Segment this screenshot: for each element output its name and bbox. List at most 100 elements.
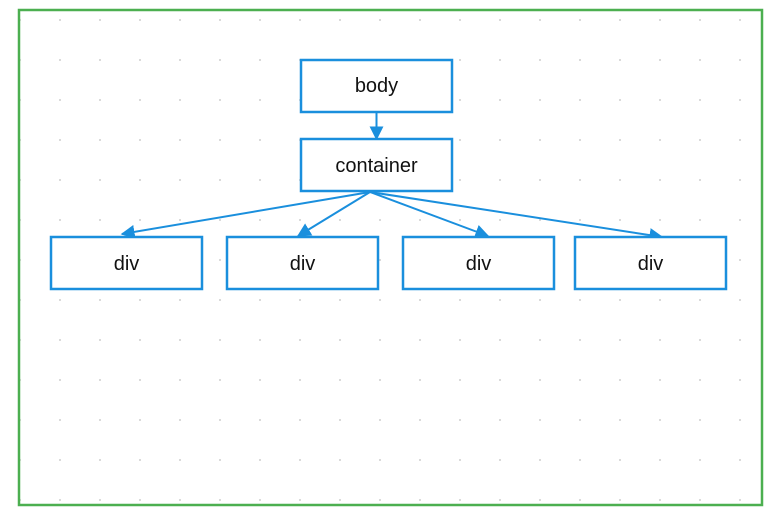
grid-dot — [339, 499, 341, 501]
grid-dot — [579, 299, 581, 301]
grid-dot — [659, 59, 661, 61]
grid-dot — [179, 339, 181, 341]
grid-dot — [219, 59, 221, 61]
grid-dot — [459, 299, 461, 301]
grid-dot — [699, 179, 701, 181]
grid-dot — [99, 459, 101, 461]
grid-dot — [699, 19, 701, 21]
grid-dot — [539, 19, 541, 21]
grid-dot — [179, 299, 181, 301]
grid-dot — [699, 219, 701, 221]
grid-dot — [459, 219, 461, 221]
grid-dot — [579, 459, 581, 461]
grid-dot — [459, 459, 461, 461]
grid-dot — [499, 99, 501, 101]
grid-dot — [619, 459, 621, 461]
grid-dot — [259, 19, 261, 21]
grid-dot — [539, 179, 541, 181]
grid-dot — [259, 139, 261, 141]
grid-dot — [259, 459, 261, 461]
node-container[interactable]: container — [299, 137, 454, 193]
grid-dot — [259, 219, 261, 221]
grid-dot — [739, 139, 741, 141]
grid-dot — [739, 299, 741, 301]
grid-dot — [259, 339, 261, 341]
grid-dot — [499, 19, 501, 21]
grid-dot — [539, 499, 541, 501]
grid-dot — [659, 499, 661, 501]
grid-dot — [619, 179, 621, 181]
grid-dot — [459, 419, 461, 421]
grid-dot — [739, 259, 741, 261]
grid-dot — [659, 19, 661, 21]
grid-dot — [299, 499, 301, 501]
grid-dot — [379, 339, 381, 341]
grid-dot — [59, 339, 61, 341]
grid-dot — [659, 179, 661, 181]
node-div-3[interactable]: div — [401, 235, 556, 291]
grid-dot — [579, 139, 581, 141]
grid-dot — [379, 459, 381, 461]
grid-dot — [139, 419, 141, 421]
grid-dot — [179, 179, 181, 181]
grid-dot — [419, 379, 421, 381]
grid-dot — [499, 299, 501, 301]
grid-dot — [179, 59, 181, 61]
grid-dot — [139, 139, 141, 141]
node-div-4[interactable]: div — [573, 235, 728, 291]
grid-dot — [739, 179, 741, 181]
grid-dot — [59, 99, 61, 101]
grid-dot — [259, 179, 261, 181]
grid-dot — [419, 459, 421, 461]
grid-dot — [419, 19, 421, 21]
grid-dot — [579, 339, 581, 341]
grid-dot — [219, 99, 221, 101]
grid-dot — [59, 19, 61, 21]
grid-dot — [99, 59, 101, 61]
grid-dot — [579, 179, 581, 181]
grid-dot — [659, 379, 661, 381]
grid-dot — [699, 419, 701, 421]
node-div-1-box — [49, 235, 204, 291]
grid-dot — [739, 379, 741, 381]
grid-dot — [139, 339, 141, 341]
grid-dot — [459, 379, 461, 381]
grid-dot — [699, 339, 701, 341]
grid-dot — [579, 419, 581, 421]
grid-dot — [259, 59, 261, 61]
grid-dot — [499, 179, 501, 181]
grid-dot — [299, 299, 301, 301]
grid-dot — [259, 419, 261, 421]
grid-dot — [379, 499, 381, 501]
grid-dot — [659, 339, 661, 341]
grid-dot — [419, 299, 421, 301]
grid-dot — [619, 99, 621, 101]
node-div-2[interactable]: div — [225, 235, 380, 291]
grid-dot — [339, 219, 341, 221]
edge-container-to-div4 — [369, 191, 664, 242]
grid-dot — [659, 219, 661, 221]
edge-container-to-div2 — [296, 191, 371, 237]
node-div-4-box — [573, 235, 728, 291]
grid-dot — [139, 99, 141, 101]
node-div-2-label: div — [290, 253, 316, 275]
grid-dot — [139, 19, 141, 21]
grid-dot — [299, 459, 301, 461]
node-div-1[interactable]: div — [49, 235, 204, 291]
grid-dot — [619, 419, 621, 421]
grid-dot — [579, 99, 581, 101]
grid-dot — [179, 219, 181, 221]
node-body[interactable]: body — [299, 58, 454, 114]
grid-dot — [59, 419, 61, 421]
grid-dot — [659, 139, 661, 141]
grid-dot — [139, 459, 141, 461]
grid-dot — [339, 419, 341, 421]
grid-dot — [499, 139, 501, 141]
grid-dot — [419, 419, 421, 421]
grid-dot — [619, 139, 621, 141]
grid-dot — [699, 99, 701, 101]
grid-dot — [379, 419, 381, 421]
grid-dot — [499, 379, 501, 381]
node-div-3-label: div — [466, 253, 492, 275]
